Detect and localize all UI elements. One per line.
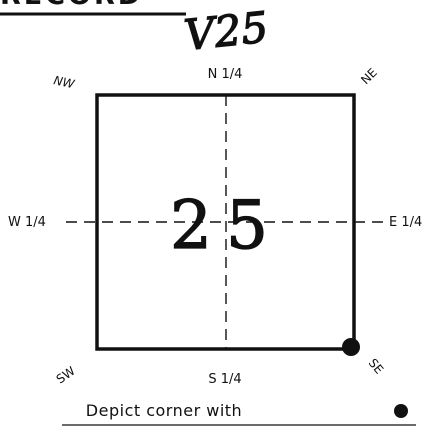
quarter-label-east: E 1/4 (389, 215, 422, 230)
record-title: RECORD (0, 0, 143, 11)
legend-dot (394, 404, 408, 418)
section-number: 25 (170, 187, 282, 264)
corner-label-se: SE (366, 356, 386, 377)
corner-label-ne: NE (358, 66, 380, 88)
handwritten-section-ref: V25 (182, 2, 270, 59)
quarter-label-north: N 1/4 (208, 67, 243, 82)
se-corner-dot (342, 338, 360, 356)
legend-note: Depict corner with (86, 401, 242, 420)
corner-label-nw: NW (52, 73, 76, 91)
corner-label-sw: SW (54, 364, 78, 387)
quarter-label-west: W 1/4 (8, 215, 46, 230)
quarter-label-south: S 1/4 (208, 372, 241, 387)
